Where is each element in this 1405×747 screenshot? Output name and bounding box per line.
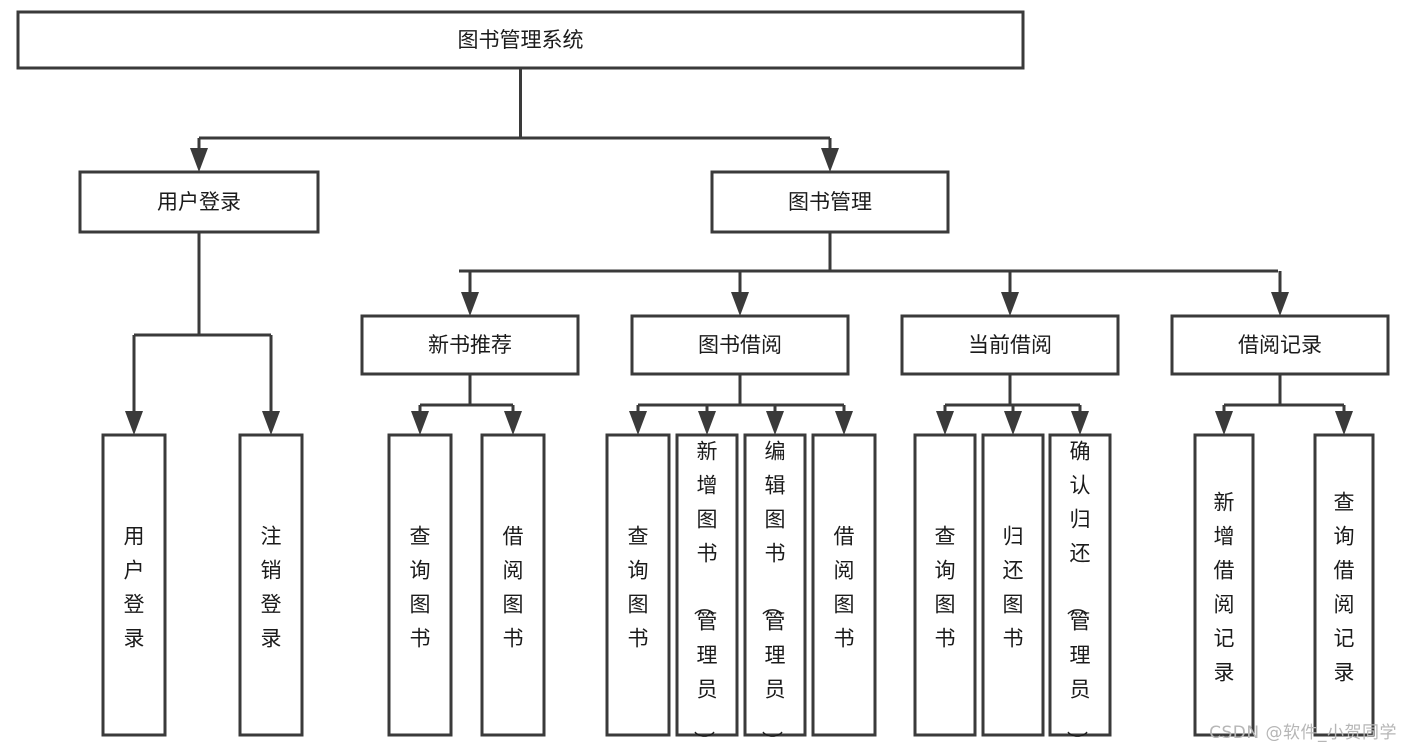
node-new-book-rec[interactable]: 新书推荐: [360, 314, 580, 376]
node-box-leaf-add-book: [675, 433, 739, 737]
node-box-leaf-return-book: [981, 433, 1045, 737]
arrow-head-icon-leaf-logout: [262, 411, 280, 435]
node-root[interactable]: 图书管理系统: [16, 10, 1025, 70]
node-box-leaf-confirm-return: [1048, 433, 1112, 737]
node-leaf-edit-book[interactable]: 编辑图书（管理员）: [743, 433, 807, 747]
node-label-leaf-edit-book: 编辑图书（管理员）: [760, 440, 786, 747]
node-label-leaf-confirm-return: 确认归还（管理员）: [1065, 440, 1091, 747]
node-label-leaf-add-record: 新增借阅记录: [1214, 491, 1235, 685]
node-label-leaf-query-book-3: 查询图书: [935, 525, 956, 651]
node-label-leaf-query-book-2: 查询图书: [628, 525, 649, 651]
edges-layer: [125, 68, 1353, 435]
node-leaf-user-login[interactable]: 用户登录: [101, 433, 167, 737]
arrow-head-icon-new-book-rec: [461, 292, 479, 316]
node-box-leaf-borrow-book-1: [480, 433, 546, 737]
arrow-head-icon-user-login: [190, 148, 208, 172]
arrow-head-icon-book-manage: [821, 148, 839, 172]
node-box-current-borrow: [900, 314, 1120, 376]
arrow-head-icon-leaf-query-book-1: [411, 411, 429, 435]
node-label-leaf-user-login: 用户登录: [124, 525, 145, 651]
node-box-root: [16, 10, 1025, 70]
node-box-leaf-edit-book: [743, 433, 807, 737]
node-box-leaf-user-login: [101, 433, 167, 737]
node-leaf-query-book-3[interactable]: 查询图书: [913, 433, 977, 737]
node-box-book-borrow: [630, 314, 850, 376]
node-book-borrow[interactable]: 图书借阅: [630, 314, 850, 376]
node-box-leaf-query-book-2: [605, 433, 671, 737]
arrow-head-icon-borrow-record: [1271, 292, 1289, 316]
arrow-head-icon-leaf-borrow-book-1: [504, 411, 522, 435]
arrow-head-icon-leaf-user-login: [125, 411, 143, 435]
node-label-leaf-borrow-book-1: 借阅图书: [503, 525, 524, 651]
arrow-head-icon-current-borrow: [1001, 292, 1019, 316]
node-label-new-book-rec: 新书推荐: [428, 333, 512, 357]
node-book-manage[interactable]: 图书管理: [710, 170, 950, 234]
node-box-leaf-logout: [238, 433, 304, 737]
node-leaf-logout[interactable]: 注销登录: [238, 433, 304, 737]
node-leaf-add-record[interactable]: 新增借阅记录: [1193, 433, 1255, 737]
node-label-current-borrow: 当前借阅: [968, 333, 1052, 357]
arrow-head-icon-leaf-borrow-book-2: [835, 411, 853, 435]
node-leaf-query-book-1[interactable]: 查询图书: [387, 433, 453, 737]
node-box-borrow-record: [1170, 314, 1390, 376]
arrow-head-icon-leaf-return-book: [1004, 411, 1022, 435]
node-label-leaf-add-book: 新增图书（管理员）: [692, 440, 718, 747]
node-label-leaf-borrow-book-2: 借阅图书: [834, 525, 855, 651]
node-box-new-book-rec: [360, 314, 580, 376]
node-label-book-manage: 图书管理: [788, 190, 872, 214]
node-leaf-borrow-book-2[interactable]: 借阅图书: [811, 433, 877, 737]
node-label-root: 图书管理系统: [458, 28, 584, 52]
node-leaf-query-book-2[interactable]: 查询图书: [605, 433, 671, 737]
node-leaf-query-record[interactable]: 查询借阅记录: [1313, 433, 1375, 737]
node-box-leaf-query-book-1: [387, 433, 453, 737]
node-current-borrow[interactable]: 当前借阅: [900, 314, 1120, 376]
node-box-leaf-borrow-book-2: [811, 433, 877, 737]
nodes-layer: 图书管理系统用户登录图书管理新书推荐图书借阅当前借阅借阅记录用户登录注销登录查询…: [16, 10, 1390, 747]
node-label-book-borrow: 图书借阅: [698, 333, 782, 357]
node-box-book-manage: [710, 170, 950, 234]
node-box-leaf-add-record: [1193, 433, 1255, 737]
node-label-leaf-return-book: 归还图书: [1003, 525, 1024, 651]
arrow-head-icon-leaf-query-book-3: [936, 411, 954, 435]
arrow-head-icon-leaf-query-book-2: [629, 411, 647, 435]
arrow-head-icon-book-borrow: [731, 292, 749, 316]
node-leaf-borrow-book-1[interactable]: 借阅图书: [480, 433, 546, 737]
node-borrow-record[interactable]: 借阅记录: [1170, 314, 1390, 376]
node-box-user-login: [78, 170, 320, 234]
node-leaf-add-book[interactable]: 新增图书（管理员）: [675, 433, 739, 747]
node-label-leaf-query-book-1: 查询图书: [410, 525, 431, 651]
node-box-leaf-query-record: [1313, 433, 1375, 737]
node-label-leaf-query-record: 查询借阅记录: [1334, 491, 1355, 685]
arrow-head-icon-leaf-confirm-return: [1071, 411, 1089, 435]
arrow-head-icon-leaf-edit-book: [766, 411, 784, 435]
node-label-leaf-logout: 注销登录: [261, 525, 282, 651]
node-leaf-confirm-return[interactable]: 确认归还（管理员）: [1048, 433, 1112, 747]
node-label-user-login: 用户登录: [157, 190, 241, 214]
node-user-login[interactable]: 用户登录: [78, 170, 320, 234]
node-box-leaf-query-book-3: [913, 433, 977, 737]
arrow-head-icon-leaf-query-record: [1335, 411, 1353, 435]
node-label-borrow-record: 借阅记录: [1238, 333, 1322, 357]
arrow-head-icon-leaf-add-record: [1215, 411, 1233, 435]
node-leaf-return-book[interactable]: 归还图书: [981, 433, 1045, 737]
arrow-head-icon-leaf-add-book: [698, 411, 716, 435]
